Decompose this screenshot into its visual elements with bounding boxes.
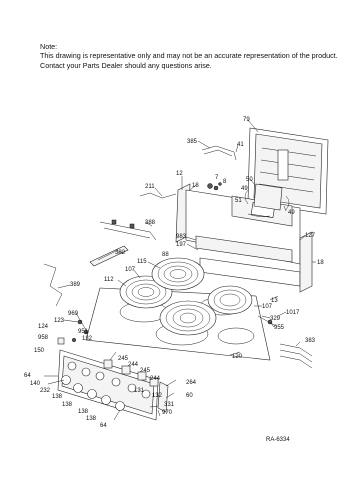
callout-107-right: 107 — [262, 304, 273, 310]
callout-49-lower: 49 — [288, 210, 295, 216]
callout-969: 969 — [68, 311, 79, 317]
wire-harness-383 — [279, 343, 313, 369]
radiant-element-front-center — [159, 300, 217, 336]
callout-264: 264 — [186, 380, 197, 386]
infinite-switches — [103, 359, 159, 387]
switch-strip-382 — [89, 245, 129, 267]
callout-955: 955 — [274, 325, 285, 331]
callout-389: 389 — [70, 282, 81, 288]
callout-331: 331 — [164, 402, 175, 408]
callout-132-lower: 132 — [152, 393, 163, 399]
callout-211: 211 — [145, 184, 155, 190]
callout-18-right: 18 — [317, 260, 324, 266]
wire-harness-389 — [43, 263, 63, 307]
callout-112: 112 — [104, 277, 114, 283]
callout-138-c: 138 — [78, 409, 89, 415]
callout-150: 150 — [34, 348, 45, 354]
callout-983: 983 — [176, 234, 187, 240]
side-bracket — [157, 381, 169, 413]
callout-41: 41 — [237, 142, 244, 148]
callout-958: 958 — [38, 335, 49, 341]
callout-123: 123 — [54, 318, 65, 324]
callout-60: 60 — [186, 393, 193, 399]
wire-harness-211 — [139, 192, 177, 199]
callout-388: 388 — [145, 220, 156, 226]
callout-120: 120 — [232, 354, 243, 360]
callout-232: 232 — [40, 388, 51, 394]
callout-244: 244 — [128, 362, 139, 368]
note-line-contact: Contact your Parts Dealer should any que… — [40, 60, 212, 70]
front-control-panel — [57, 349, 159, 421]
callout-labels: 79 385 41 12 18 7 8 211 50 49 51 49 388 … — [24, 117, 324, 429]
callout-64-lower: 64 — [100, 423, 107, 429]
disclaimer-note: Note: This drawing is representative onl… — [40, 42, 340, 70]
callout-1017: 1017 — [286, 310, 300, 316]
callout-50: 50 — [246, 177, 253, 183]
radiant-element-right — [207, 285, 253, 315]
callout-385: 385 — [187, 139, 198, 145]
callout-13: 13 — [271, 298, 278, 304]
callout-88: 88 — [162, 252, 169, 258]
callout-138-d: 138 — [86, 416, 97, 422]
callout-951: 951 — [78, 329, 89, 335]
terminal-block-388 — [99, 219, 157, 241]
note-line-representative: This drawing is representative only and … — [40, 51, 338, 61]
callout-245-lower: 245 — [140, 368, 151, 374]
bracket-385 — [201, 145, 237, 161]
callout-107: 107 — [125, 267, 136, 273]
callout-382: 382 — [115, 250, 126, 256]
callout-244-lower: 244 — [150, 376, 161, 382]
clips-7-8 — [207, 182, 222, 191]
control-knobs — [61, 375, 125, 411]
callout-124: 124 — [38, 324, 49, 330]
callout-7: 7 — [215, 175, 219, 181]
callout-140: 140 — [30, 381, 41, 387]
callout-64: 64 — [24, 373, 31, 379]
callout-197: 197 — [176, 242, 187, 248]
diagram-reference-code: RA-6334 — [266, 437, 290, 443]
callout-18: 18 — [192, 183, 199, 189]
note-heading: Note: — [40, 42, 58, 51]
callout-245: 245 — [118, 356, 129, 362]
side-trim-right — [299, 231, 313, 293]
callout-329: 329 — [270, 316, 281, 322]
callout-138: 138 — [52, 394, 63, 400]
callout-49: 49 — [241, 186, 248, 192]
callout-138-b: 138 — [62, 402, 73, 408]
callout-51: 51 — [235, 198, 242, 204]
callout-115: 115 — [137, 259, 147, 265]
callout-127: 127 — [305, 233, 316, 239]
callout-970: 970 — [162, 410, 173, 416]
callout-12: 12 — [176, 171, 183, 177]
callout-131: 131 — [134, 388, 145, 394]
control-board-assembly — [244, 183, 290, 211]
callout-383: 383 — [305, 338, 316, 344]
leader-lines — [44, 119, 316, 421]
radiant-element-center-rear — [151, 257, 205, 291]
callout-132: 132 — [82, 336, 93, 342]
callout-79: 79 — [243, 117, 250, 123]
callout-8: 8 — [223, 179, 227, 185]
